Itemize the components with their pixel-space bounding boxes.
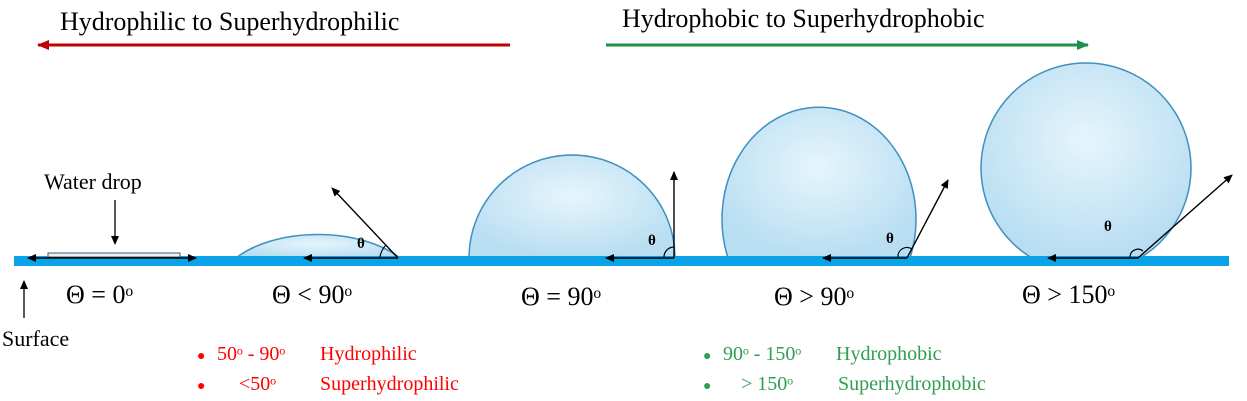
drop-hydrophilic	[233, 233, 403, 259]
hydrophilic-heading: Hydrophilic to Superhydrophilic	[60, 7, 399, 36]
drop5-theta-symbol: θ	[1104, 219, 1112, 235]
legend-term: Hydrophobic	[836, 343, 942, 365]
legend-hydrophilic: ● 50ᵒ - 90ᵒ Hydrophilic ● <50ᵒ Superhydr…	[197, 343, 459, 395]
drop2-angle-arc	[379, 244, 387, 258]
legend-range: <50ᵒ	[239, 373, 276, 395]
legend-range: 50ᵒ - 90ᵒ	[217, 343, 285, 365]
legend-bullet: ●	[703, 379, 711, 394]
drop4-theta-symbol: θ	[886, 231, 894, 247]
drop4-tangent-arrow	[906, 179, 949, 259]
drop2-theta-symbol: θ	[357, 236, 365, 252]
legend-term: Superhydrophobic	[838, 373, 986, 395]
drop2-tangent-arrow	[331, 187, 399, 259]
drop5-tangent-arrow	[1137, 174, 1233, 259]
water-drop-label: Water drop	[44, 169, 142, 194]
caption-theta-0: Θ = 0ᵒ	[66, 280, 133, 309]
surface-label: Surface	[2, 326, 69, 351]
drop-neutral	[468, 154, 676, 259]
caption-theta-less-90: Θ < 90ᵒ	[272, 280, 352, 309]
caption-theta-90: Θ = 90ᵒ	[521, 282, 601, 311]
legend-bullet: ●	[197, 379, 205, 394]
legend-bullet: ●	[197, 349, 205, 364]
hydrophobic-heading: Hydrophobic to Superhydrophobic	[622, 4, 985, 33]
caption-theta-greater-150: Θ > 150ᵒ	[1022, 280, 1115, 309]
caption-theta-greater-90: Θ > 90ᵒ	[774, 282, 854, 311]
legend-term: Superhydrophilic	[320, 373, 459, 395]
drop3-angle-arc	[663, 246, 675, 258]
drop-superhydrophobic	[980, 62, 1192, 259]
drop4-angle-arc	[897, 246, 913, 258]
drops-group	[233, 62, 1192, 259]
legend-hydrophobic: ● 90ᵒ - 150ᵒ Hydrophobic ● > 150ᵒ Superh…	[703, 343, 986, 395]
drop5-angle-arc	[1129, 248, 1144, 258]
legend-term: Hydrophilic	[320, 343, 417, 365]
legend-range: > 150ᵒ	[741, 373, 793, 395]
legend-range: 90ᵒ - 150ᵒ	[723, 343, 801, 365]
legend-bullet: ●	[703, 349, 711, 364]
drop3-theta-symbol: θ	[648, 233, 656, 249]
surface-bar	[14, 256, 1229, 266]
drop-hydrophobic	[721, 106, 917, 259]
drop-flat-film	[47, 252, 181, 258]
